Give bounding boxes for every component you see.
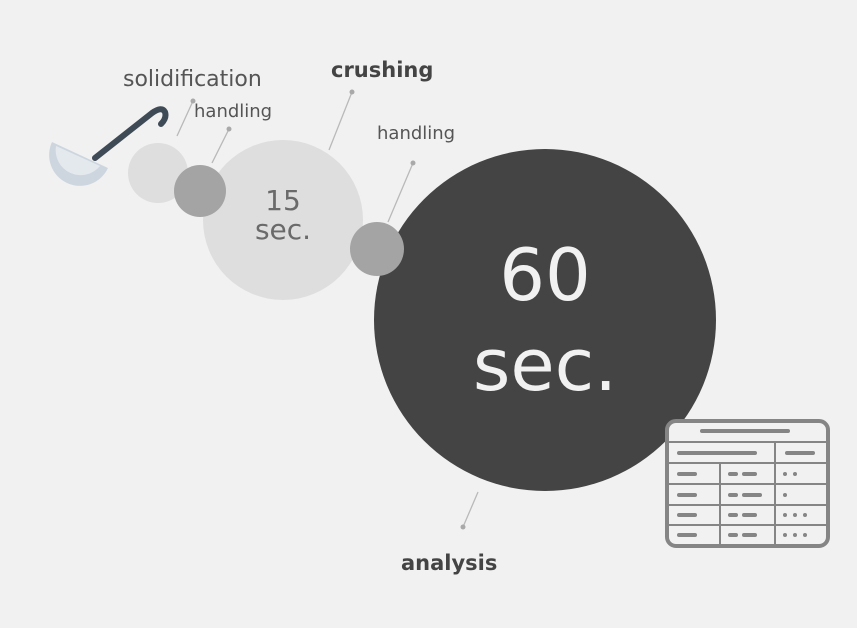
crushing-time-value: 15 (265, 184, 301, 217)
crushing-time: 15 sec. (203, 186, 363, 245)
crushing-time-unit: sec. (254, 213, 312, 247)
analysis-time-value: 60 (499, 233, 591, 317)
ladle-icon (49, 106, 169, 186)
handling-circle-1 (174, 165, 226, 217)
crushing-label: crushing (331, 58, 434, 82)
analysis-label: analysis (401, 551, 498, 575)
handling-circle-2 (350, 222, 404, 276)
analysis-time-unit: sec. (472, 323, 618, 407)
solidification-label: solidification (123, 67, 262, 92)
analysis-time: 60 sec. (404, 230, 686, 410)
analysis-circle (374, 149, 716, 491)
data-table-icon (665, 419, 830, 548)
handling-label-1: handling (194, 101, 273, 122)
handling-label-2: handling (377, 123, 456, 144)
crushing-circle (203, 140, 363, 300)
solidification-circle (128, 143, 188, 203)
leader-lines (176, 89, 479, 530)
